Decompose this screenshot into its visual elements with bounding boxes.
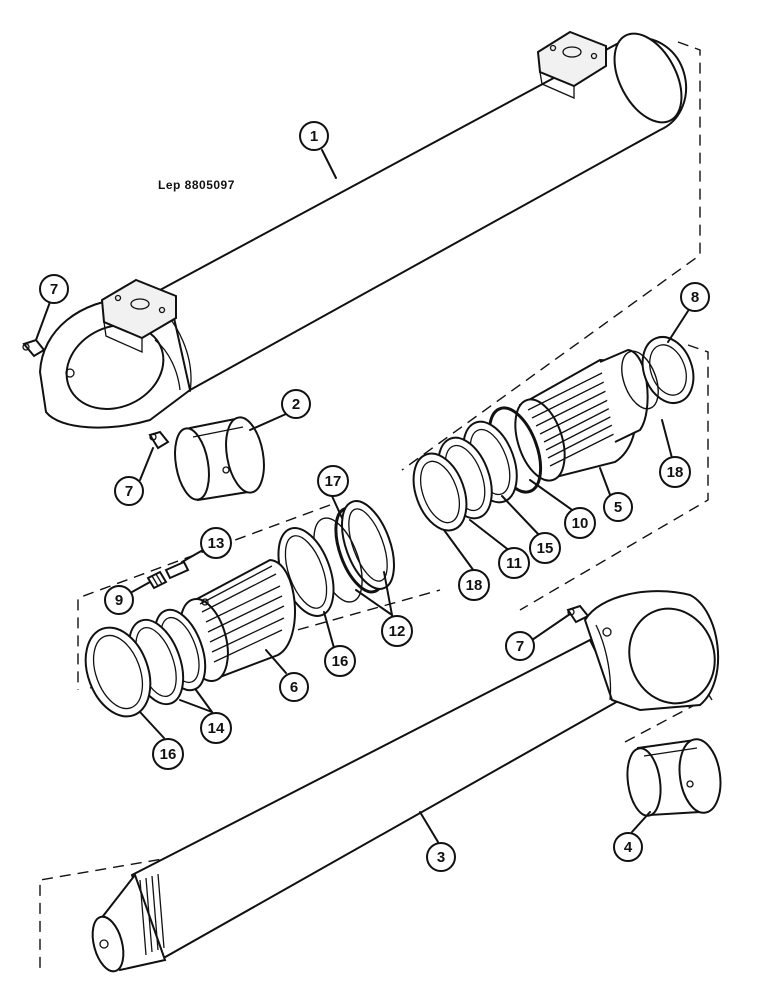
grease-nipple-barrel: [22, 338, 46, 358]
callout-18-upper: 18: [659, 456, 691, 488]
set-screw-9: [146, 570, 168, 590]
svg-text:14: 14: [208, 720, 225, 737]
callout-16-right: 16: [324, 645, 356, 677]
bush: [174, 416, 265, 502]
svg-text:11: 11: [506, 555, 522, 572]
callout-4: 4: [613, 832, 643, 862]
grease-nipple-bush: [148, 430, 170, 450]
piston-rod: [91, 590, 720, 973]
wear-ring-16-left: [84, 626, 152, 718]
svg-text:2: 2: [292, 396, 300, 413]
callout-16-left: 16: [152, 738, 184, 770]
cylinder-barrel: [38, 30, 687, 429]
callout-13: 13: [200, 527, 232, 559]
svg-text:3: 3: [437, 849, 445, 866]
callout-17: 17: [317, 465, 349, 497]
wear-ring-18-upper: [621, 350, 659, 410]
pin-13: [164, 560, 190, 580]
callout-15: 15: [529, 532, 561, 564]
svg-text:18: 18: [466, 577, 483, 594]
svg-text:7: 7: [516, 638, 524, 655]
svg-text:8: 8: [691, 289, 699, 306]
svg-text:17: 17: [325, 473, 342, 490]
piston: [179, 558, 296, 682]
callout-7-bush: 7: [114, 476, 144, 506]
svg-text:10: 10: [572, 515, 589, 532]
callout-10: 10: [564, 507, 596, 539]
svg-text:5: 5: [614, 499, 622, 516]
callout-18-lower: 18: [458, 569, 490, 601]
svg-text:7: 7: [50, 281, 58, 298]
callout-leader-lines: [35, 149, 689, 843]
rod-eye-bush: [626, 738, 722, 817]
svg-text:13: 13: [208, 535, 225, 552]
svg-text:15: 15: [537, 540, 554, 557]
callout-7-barrel: 7: [39, 274, 69, 304]
callout-6: 6: [279, 672, 309, 702]
svg-text:16: 16: [160, 746, 177, 763]
callout-12: 12: [381, 615, 413, 647]
callout-1: 1: [299, 121, 329, 151]
svg-text:7: 7: [125, 483, 133, 500]
wiper-seal-8: [641, 336, 695, 404]
svg-text:18: 18: [667, 464, 684, 481]
svg-text:6: 6: [290, 679, 298, 696]
callout-9: 9: [104, 585, 134, 615]
callout-14: 14: [200, 712, 232, 744]
reference-code: Lep 8805097: [158, 178, 235, 192]
svg-text:1: 1: [310, 128, 318, 145]
svg-text:4: 4: [624, 839, 633, 856]
callout-5: 5: [603, 492, 633, 522]
callout-11: 11: [498, 547, 530, 579]
svg-text:16: 16: [332, 653, 349, 670]
gland-nut: [514, 348, 649, 482]
svg-text:12: 12: [389, 623, 406, 640]
back-up-ring-12: [313, 500, 395, 603]
callout-7-rod: 7: [505, 631, 535, 661]
callout-3: 3: [426, 842, 456, 872]
callout-2: 2: [281, 389, 311, 419]
svg-text:9: 9: [115, 592, 123, 609]
callout-8: 8: [680, 282, 710, 312]
wear-ring-18-lower: [412, 452, 468, 532]
